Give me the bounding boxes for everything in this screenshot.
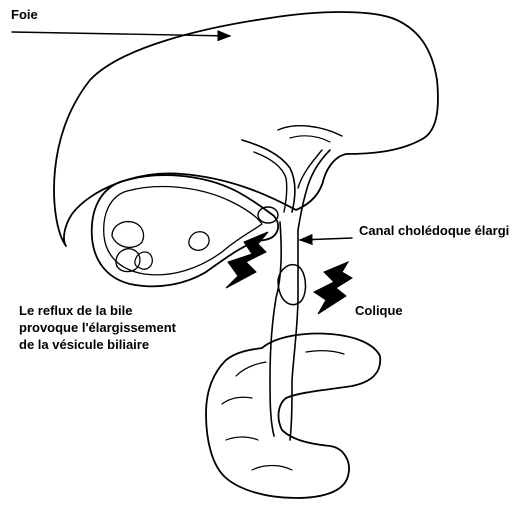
common-bile-duct-left	[270, 222, 281, 436]
liver-label: Foie	[11, 6, 38, 23]
reflux-caption-line: Le reflux de la bile	[19, 302, 176, 319]
duodenum-fold	[222, 397, 252, 404]
reflux-caption-line: provoque l'élargissement	[19, 319, 176, 336]
lightning-bolt-icon	[314, 262, 352, 314]
colic-label: Colique	[355, 302, 403, 319]
duodenum-fold	[306, 351, 344, 354]
common-duct-label: Canal cholédoque élargi	[359, 222, 509, 239]
liver-lobe-edge	[278, 126, 342, 136]
duodenum-fold	[252, 466, 292, 471]
hepatic-duct-left	[242, 140, 295, 212]
gallstone	[189, 232, 209, 251]
bile-duct-stone	[278, 265, 305, 305]
reflux-caption-line: de la vésicule biliaire	[19, 336, 176, 353]
gallstone	[116, 249, 140, 272]
liver-outline	[54, 12, 438, 246]
hepatic-duct-right-inner	[298, 150, 322, 188]
duodenum-fold	[236, 362, 266, 376]
reflux-caption: Le reflux de la bile provoque l'élargiss…	[19, 302, 176, 353]
duodenum-fold	[226, 437, 258, 440]
liver-lobe-edge-inner	[290, 136, 330, 142]
gallstone	[135, 252, 153, 269]
common-duct-arrow	[300, 238, 352, 240]
hepatic-duct-right	[298, 150, 330, 230]
cystic-duct-stone	[258, 207, 278, 223]
gallstone	[112, 222, 144, 248]
